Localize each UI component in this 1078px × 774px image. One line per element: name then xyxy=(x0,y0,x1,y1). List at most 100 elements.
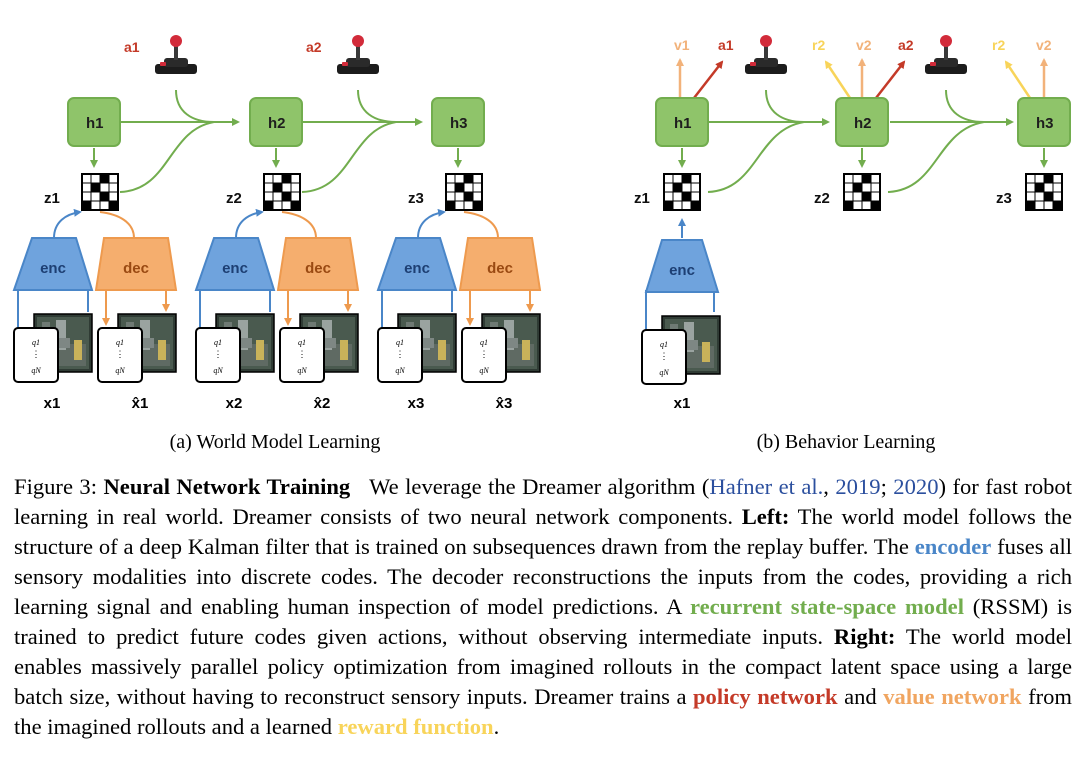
joystick-icon xyxy=(745,35,787,74)
citation-link[interactable]: Hafner et al. xyxy=(709,474,824,499)
input-x1: q1 ⋮ qN xyxy=(13,313,93,383)
behavior-learning-panel: v1 a1 r2 v2 a2 r2 v2 h1 h2 h3 z1 z2 z3 e… xyxy=(634,35,1071,453)
input-x2: q1 ⋮ qN xyxy=(195,313,275,383)
encoder-block: enc xyxy=(194,237,276,291)
z1-label: z1 xyxy=(634,190,650,207)
svg-text:qN: qN xyxy=(479,366,489,375)
svg-text:q1: q1 xyxy=(116,338,124,347)
svg-text:q1: q1 xyxy=(396,338,404,347)
dec-label: dec xyxy=(305,260,331,277)
action-a2-label: a2 xyxy=(306,39,322,55)
svg-text:q1: q1 xyxy=(298,338,306,347)
xhat3-label: x̂3 xyxy=(496,395,513,412)
h1-node: h1 xyxy=(655,97,709,147)
svg-text:⋮: ⋮ xyxy=(480,349,489,359)
action-a1-label: a1 xyxy=(718,37,734,53)
h1-label: h1 xyxy=(674,115,692,132)
svg-text:⋮: ⋮ xyxy=(116,349,125,359)
figure-caption: Figure 3: Neural Network Training We lev… xyxy=(14,474,1073,739)
svg-text:⋮: ⋮ xyxy=(298,349,307,359)
dec-label: dec xyxy=(487,260,513,277)
encoder-term: encoder xyxy=(914,534,992,559)
h1-label: h1 xyxy=(86,115,104,132)
svg-text:q1: q1 xyxy=(480,338,488,347)
svg-text:qN: qN xyxy=(297,366,307,375)
h3-label: h3 xyxy=(450,115,468,132)
h3-node: h3 xyxy=(1017,97,1071,147)
reconstruction-x2: q1 ⋮ qN xyxy=(279,313,359,383)
dec-label: dec xyxy=(123,260,149,277)
z3-label: z3 xyxy=(996,190,1012,207)
subfigure-b-caption: (b) Behavior Learning xyxy=(757,431,936,453)
figure-label: Figure 3: xyxy=(14,474,98,499)
action-a2-label: a2 xyxy=(898,37,914,53)
svg-text:qN: qN xyxy=(213,366,223,375)
svg-text:q1: q1 xyxy=(32,338,40,347)
svg-text:q1: q1 xyxy=(214,338,222,347)
enc-label: enc xyxy=(404,260,430,277)
x2-label: x2 xyxy=(226,395,243,412)
joystick-icon xyxy=(337,35,379,74)
reconstruction-x3: q1 ⋮ qN xyxy=(461,313,541,383)
caption-title: Neural Network Training xyxy=(103,474,351,499)
decoder-block: dec xyxy=(458,237,542,291)
value-term: value network xyxy=(883,684,1022,709)
rssm-term: recurrent state-space model xyxy=(689,594,964,619)
left-label: Left: xyxy=(741,504,790,529)
value-v2-label: v2 xyxy=(856,37,872,53)
h2-node: h2 xyxy=(249,97,303,147)
h3-label: h3 xyxy=(1036,115,1054,132)
joystick-icon xyxy=(155,35,197,74)
reward-term: reward function xyxy=(337,714,494,739)
h2-node: h2 xyxy=(835,97,889,147)
svg-text:⋮: ⋮ xyxy=(214,349,223,359)
input-x1: q1 ⋮ qN xyxy=(641,315,721,385)
code-grid xyxy=(1025,173,1063,211)
h2-label: h2 xyxy=(268,115,286,132)
code-grid xyxy=(843,173,881,211)
enc-label: enc xyxy=(40,260,66,277)
input-x3: q1 ⋮ qN xyxy=(377,313,457,383)
xhat2-label: x̂2 xyxy=(314,395,331,412)
encoder-block: enc xyxy=(12,237,94,291)
code-grid xyxy=(663,173,701,211)
joystick-icon xyxy=(925,35,967,74)
value-v2-label: v2 xyxy=(1036,37,1052,53)
h3-node: h3 xyxy=(431,97,485,147)
xhat1-label: x̂1 xyxy=(132,395,149,412)
decoder-block: dec xyxy=(276,237,360,291)
code-grid xyxy=(263,173,301,211)
svg-text:⋮: ⋮ xyxy=(660,351,669,361)
citation-link[interactable]: 2019 xyxy=(835,474,881,499)
svg-text:qN: qN xyxy=(31,366,41,375)
enc-label: enc xyxy=(222,260,248,277)
citation-link[interactable]: 2020 xyxy=(893,474,939,499)
world-model-panel: h1 h2 h3 a1 a2 z1 z2 z3 xyxy=(12,35,542,453)
decoder-block: dec xyxy=(94,237,178,291)
z1-label: z1 xyxy=(44,190,60,207)
right-label: Right: xyxy=(833,624,896,649)
svg-text:⋮: ⋮ xyxy=(32,349,41,359)
h1-node: h1 xyxy=(67,97,121,147)
enc-label: enc xyxy=(669,262,695,279)
x1-label: x1 xyxy=(44,395,61,412)
reward-r2-label: r2 xyxy=(992,37,1005,53)
z2-label: z2 xyxy=(814,190,830,207)
policy-term: policy network xyxy=(692,684,838,709)
svg-text:qN: qN xyxy=(395,366,405,375)
svg-text:qN: qN xyxy=(659,368,669,377)
subfigure-a-caption: (a) World Model Learning xyxy=(170,431,381,453)
svg-text:qN: qN xyxy=(115,366,125,375)
value-v1-label: v1 xyxy=(674,37,690,53)
x3-label: x3 xyxy=(408,395,425,412)
z2-label: z2 xyxy=(226,190,242,207)
reconstruction-x1: q1 ⋮ qN xyxy=(97,313,177,383)
code-grid xyxy=(81,173,119,211)
reward-r2-label: r2 xyxy=(812,37,825,53)
z3-label: z3 xyxy=(408,190,424,207)
encoder-block: enc xyxy=(376,237,458,291)
svg-text:q1: q1 xyxy=(660,340,668,349)
svg-text:⋮: ⋮ xyxy=(396,349,405,359)
encoder-block: enc xyxy=(644,239,720,293)
figure-diagram: h1 h2 h3 a1 a2 z1 z2 z3 xyxy=(12,35,1071,453)
